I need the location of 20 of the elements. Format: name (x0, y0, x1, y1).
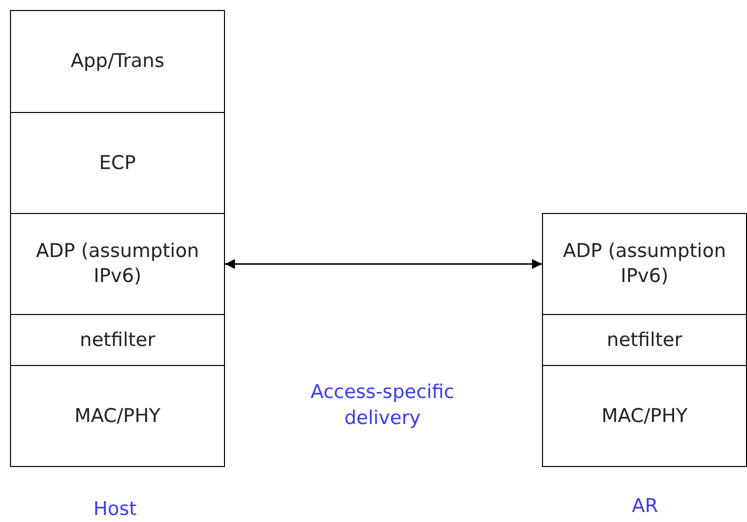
double-arrow (225, 259, 542, 269)
layer-name: netfilter (606, 328, 682, 352)
layer-name: MAC/PHY (601, 404, 688, 428)
layer-box (542, 365, 747, 467)
layer-box (10, 314, 225, 366)
layer-box (10, 365, 225, 467)
layer-name: App/Trans (70, 49, 164, 74)
layer-name: netfilter (80, 328, 156, 352)
entity-label: Host (92, 497, 138, 522)
layer-box (10, 213, 225, 315)
layer-name: ADP (assumption IPv6) (35, 239, 200, 289)
layer-name: ADP (assumption IPv6) (562, 239, 727, 289)
layer-box (542, 213, 747, 315)
layer-name: MAC/PHY (74, 404, 161, 428)
layer-box (542, 314, 747, 366)
layer-box (10, 10, 225, 113)
entity-label: AR (630, 494, 660, 519)
layer-box (10, 112, 225, 214)
delivery-label: Access-specific delivery (310, 380, 456, 431)
layer-name: ECP (99, 150, 136, 176)
